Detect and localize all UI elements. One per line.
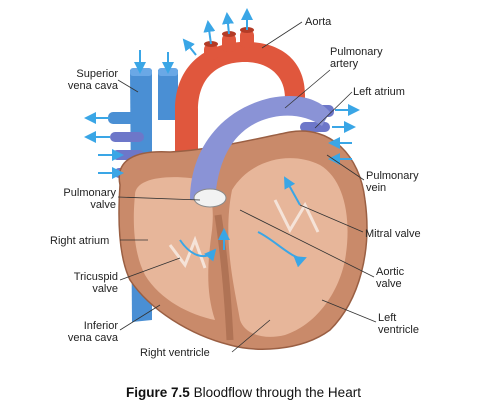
- label-pulmonary-artery: Pulmonary artery: [330, 46, 383, 70]
- label-aortic-valve: Aortic valve: [376, 266, 405, 290]
- label-mitral-valve: Mitral valve: [365, 228, 421, 240]
- figure-title: Bloodflow through the Heart: [193, 385, 361, 400]
- label-aorta: Aorta: [305, 16, 332, 28]
- label-pulmonary-vein: Pulmonary vein: [366, 170, 419, 194]
- leader-lines: [117, 21, 377, 353]
- pulmonary-artery: [190, 95, 330, 200]
- tricuspid-valve-shape: [168, 235, 207, 269]
- flow-arrows: [84, 8, 360, 268]
- label-superior-vena-cava: Superior vena cava: [67, 68, 118, 92]
- pulmonary-valve-shape: [193, 188, 227, 208]
- label-pulmonary-valve: Pulmonary valve: [63, 187, 116, 211]
- label-left-atrium: Left atrium: [353, 86, 405, 98]
- mitral-valve-shape: [273, 199, 320, 234]
- label-right-atrium: Right atrium: [50, 235, 110, 247]
- label-inferior-vena-cava: Inferior vena cava: [67, 320, 118, 344]
- label-right-ventricle: Right ventricle: [140, 347, 210, 359]
- left-chambers: [228, 158, 348, 337]
- figure-caption: Figure 7.5 Bloodflow through the Heart: [0, 385, 487, 400]
- label-tricuspid-valve: Tricuspid valve: [73, 271, 118, 295]
- label-left-ventricle: Left ventricle: [378, 312, 419, 336]
- figure-number: Figure 7.5: [126, 385, 190, 400]
